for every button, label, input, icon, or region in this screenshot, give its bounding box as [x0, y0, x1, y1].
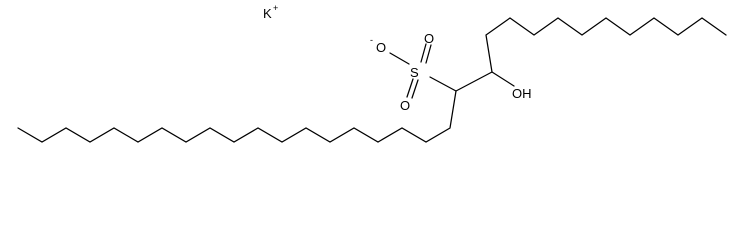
upper-alkyl-chain [485, 17, 727, 73]
sulfonate-oxygen-minus: O [376, 40, 386, 55]
sulfur-label: S [410, 65, 419, 80]
bond-alpha-to-beta [455, 71, 493, 92]
sulfonate-oxygen-upper: O [424, 31, 434, 46]
hydroxyl-label: OH [512, 86, 532, 101]
bond-carbon-sulfur [429, 76, 457, 92]
single-bond-s-o-minus [389, 52, 410, 65]
potassium-charge: + [273, 3, 278, 13]
double-bond-s-o-upper-b [425, 44, 432, 64]
double-bond-s-o-lower-b [411, 79, 419, 99]
sulfonate-oxygen-lower: O [400, 98, 410, 113]
chemical-structure: K + - O O S O OH [17, 3, 727, 143]
oxide-charge: - [370, 35, 373, 45]
double-bond-s-o-upper-a [420, 43, 427, 63]
lower-alkyl-chain [17, 90, 457, 143]
double-bond-s-o-lower-a [406, 78, 414, 98]
potassium-label: K [263, 6, 272, 21]
bond-to-hydroxyl [491, 71, 515, 87]
